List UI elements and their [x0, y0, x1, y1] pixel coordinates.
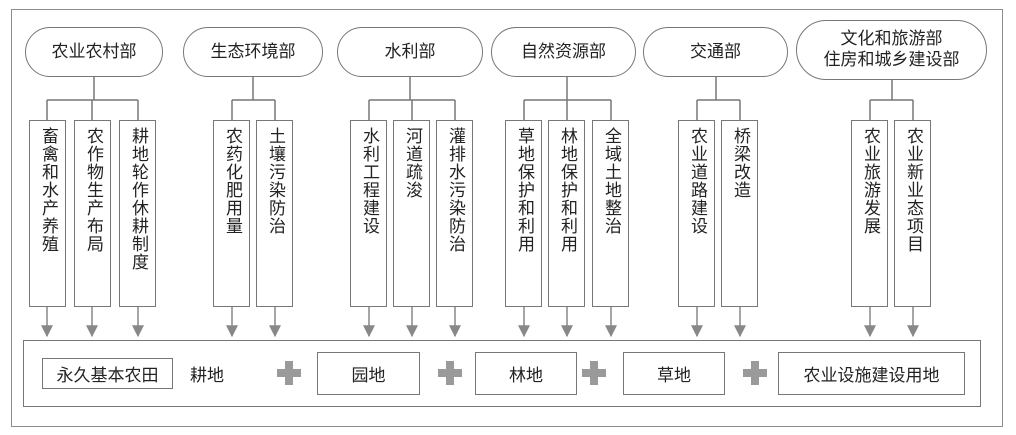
duty-land-consolidation: 全域土地整治 — [592, 120, 629, 307]
duty-new-agri-business-label: 农业新业态项目 — [903, 127, 923, 253]
duty-soil-pollution-label: 土壤污染防治 — [265, 127, 285, 235]
dept-agriculture: 农业农村部 — [25, 27, 163, 77]
duty-forest-protection-label: 林地保护和利用 — [557, 127, 577, 253]
duty-grassland-protection: 草地保护和利用 — [505, 120, 542, 307]
dept-housing-construction-label: 住房和城乡建设部 — [823, 50, 960, 70]
duty-water-works-label: 水利工程建设 — [359, 127, 379, 235]
dept-natural-resources: 自然资源部 — [491, 27, 636, 77]
duty-livestock-aquaculture-label: 畜禽和水产养殖 — [38, 127, 58, 253]
duty-rotation-fallow: 耕地轮作休耕制度 — [119, 120, 156, 307]
dept-transport-label: 交通部 — [690, 41, 741, 62]
land-cultivated-label: 耕地 — [190, 366, 224, 386]
land-agri-facility-label: 农业设施建设用地 — [803, 366, 940, 386]
land-grassland-label: 草地 — [657, 366, 691, 386]
dept-ecology-environment: 生态环境部 — [183, 27, 323, 77]
duty-soil-pollution: 土壤污染防治 — [256, 120, 293, 307]
duty-bridge-renovation-label: 桥梁改造 — [730, 127, 750, 199]
duty-river-dredging: 河道疏浚 — [393, 120, 430, 307]
land-cultivated: 耕地 — [190, 352, 224, 395]
duty-pesticide-fertilizer: 农药化肥用量 — [213, 120, 250, 307]
dept-culture-tourism-housing: 文化和旅游部 住房和城乡建设部 — [796, 20, 987, 80]
dept-ecology-environment-label: 生态环境部 — [210, 41, 296, 62]
plus-icon — [438, 361, 462, 385]
duty-agri-tourism: 农业旅游发展 — [851, 120, 888, 307]
diagram-frame — [11, 9, 1003, 427]
duty-crop-layout: 农作物生产布局 — [74, 120, 111, 307]
dept-culture-tourism-label: 文化和旅游部 — [840, 29, 943, 49]
land-permanent-farmland-label: 永久基本农田 — [56, 366, 159, 386]
duty-agri-tourism-label: 农业旅游发展 — [860, 127, 880, 235]
land-forest-label: 林地 — [509, 366, 543, 386]
plus-icon — [582, 361, 606, 385]
duty-forest-protection: 林地保护和利用 — [548, 120, 585, 307]
duty-pesticide-fertilizer-label: 农药化肥用量 — [222, 127, 242, 235]
duty-land-consolidation-label: 全域土地整治 — [601, 127, 621, 235]
duty-grassland-protection-label: 草地保护和利用 — [514, 127, 534, 253]
dept-transport: 交通部 — [643, 27, 788, 77]
duty-farm-roads: 农业道路建设 — [678, 120, 715, 307]
land-types-bar — [23, 340, 981, 407]
land-permanent-farmland: 永久基本农田 — [42, 358, 173, 389]
duty-bridge-renovation: 桥梁改造 — [721, 120, 758, 307]
duty-new-agri-business: 农业新业态项目 — [894, 120, 931, 307]
land-agri-facility: 农业设施建设用地 — [778, 352, 965, 395]
dept-natural-resources-label: 自然资源部 — [521, 41, 606, 62]
duty-water-works: 水利工程建设 — [350, 120, 387, 307]
land-forest: 林地 — [475, 352, 577, 395]
plus-icon — [743, 361, 767, 385]
land-grassland: 草地 — [623, 352, 725, 395]
land-garden-label: 园地 — [351, 366, 386, 386]
land-garden: 园地 — [317, 352, 420, 395]
duty-rotation-fallow-label: 耕地轮作休耕制度 — [128, 127, 148, 271]
duty-farm-roads-label: 农业道路建设 — [687, 127, 707, 235]
dept-agriculture-label: 农业农村部 — [51, 41, 137, 62]
duty-crop-layout-label: 农作物生产布局 — [83, 127, 103, 253]
duty-irrigation-pollution: 灌排水污染防治 — [436, 120, 473, 307]
duty-river-dredging-label: 河道疏浚 — [402, 127, 422, 199]
dept-water-resources-label: 水利部 — [384, 41, 436, 62]
plus-icon — [277, 361, 301, 385]
duty-livestock-aquaculture: 畜禽和水产养殖 — [29, 120, 66, 307]
dept-water-resources: 水利部 — [337, 27, 483, 77]
duty-irrigation-pollution-label: 灌排水污染防治 — [445, 127, 465, 253]
